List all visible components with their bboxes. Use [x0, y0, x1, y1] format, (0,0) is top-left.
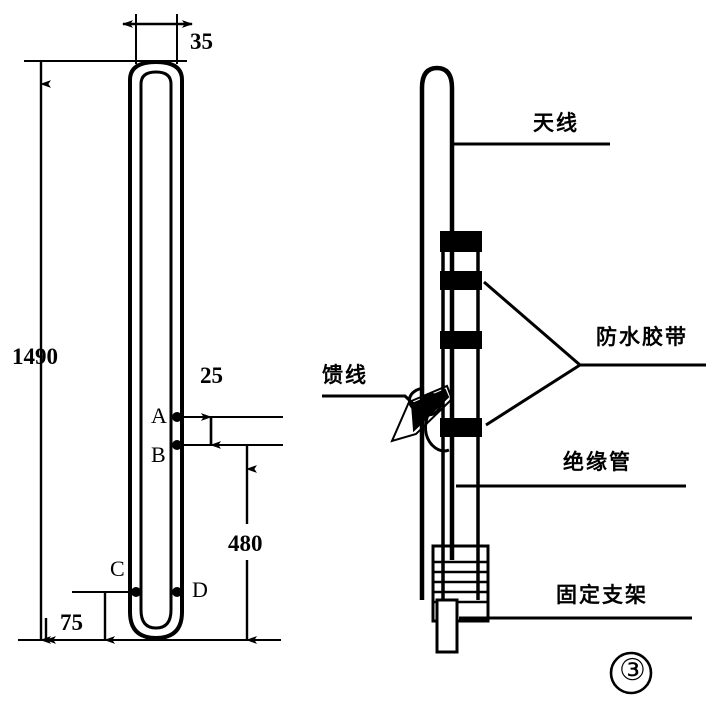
dim-label-length-75: 75 — [60, 610, 83, 635]
dim-label-width-top: 35 — [190, 29, 213, 54]
feed-line-connector — [390, 384, 454, 443]
bracket-outer — [431, 544, 490, 623]
dipole-inner-cap — [139, 70, 173, 85]
point-label-d: D — [192, 577, 208, 602]
figure-number-label: ③ — [619, 653, 646, 688]
callout-label-antenna: 天线 — [533, 111, 579, 135]
callout-label-feed-line: 馈线 — [322, 363, 368, 387]
leader-tape-upper — [483, 280, 581, 367]
dim-label-length-480: 480 — [228, 531, 263, 556]
point-c-dot — [131, 587, 141, 597]
dim-label-total-length: 1490 — [12, 344, 58, 369]
dipole-outer-wall — [128, 80, 184, 641]
connector-outline — [390, 384, 454, 443]
dipole-inner-wall — [139, 84, 173, 630]
callout-label-waterproof-tape: 防水胶带 — [596, 325, 688, 349]
antenna-top-bend — [419, 65, 455, 89]
fixed-bracket — [431, 544, 490, 654]
folded-dipole-outline — [128, 59, 184, 641]
left-view-group — [18, 14, 283, 644]
leader-tape-lower — [485, 363, 581, 427]
point-b-dot — [172, 440, 182, 450]
dim-label-gap-ab: 25 — [200, 363, 223, 388]
right-view-group — [322, 65, 706, 695]
point-a-dot — [172, 412, 182, 422]
connector-body — [410, 388, 450, 433]
feed-line-tail — [424, 411, 450, 453]
terminal-points — [131, 412, 182, 597]
point-label-b: B — [151, 442, 166, 467]
figure-number-circle — [609, 651, 653, 695]
insulating-tube — [441, 232, 480, 600]
point-label-c: C — [110, 556, 125, 581]
bracket-post — [435, 598, 459, 654]
tape-band-3 — [440, 331, 482, 349]
dipole-top-cap — [128, 59, 184, 81]
callout-leaders — [322, 142, 706, 620]
waterproof-tape-bands — [440, 231, 482, 437]
callout-label-insulating-tube: 绝缘管 — [563, 450, 632, 474]
point-d-dot — [172, 587, 182, 597]
tape-band-1 — [440, 231, 482, 252]
tape-band-4 — [440, 418, 482, 437]
leader-feed-line — [322, 394, 426, 416]
point-label-a: A — [151, 403, 167, 428]
tape-band-2 — [440, 271, 482, 290]
right-antenna-loop — [419, 65, 455, 600]
dim-length-75 — [44, 592, 115, 644]
bracket-ribs — [434, 560, 487, 604]
callout-label-fixed-bracket: 固定支架 — [556, 583, 648, 607]
